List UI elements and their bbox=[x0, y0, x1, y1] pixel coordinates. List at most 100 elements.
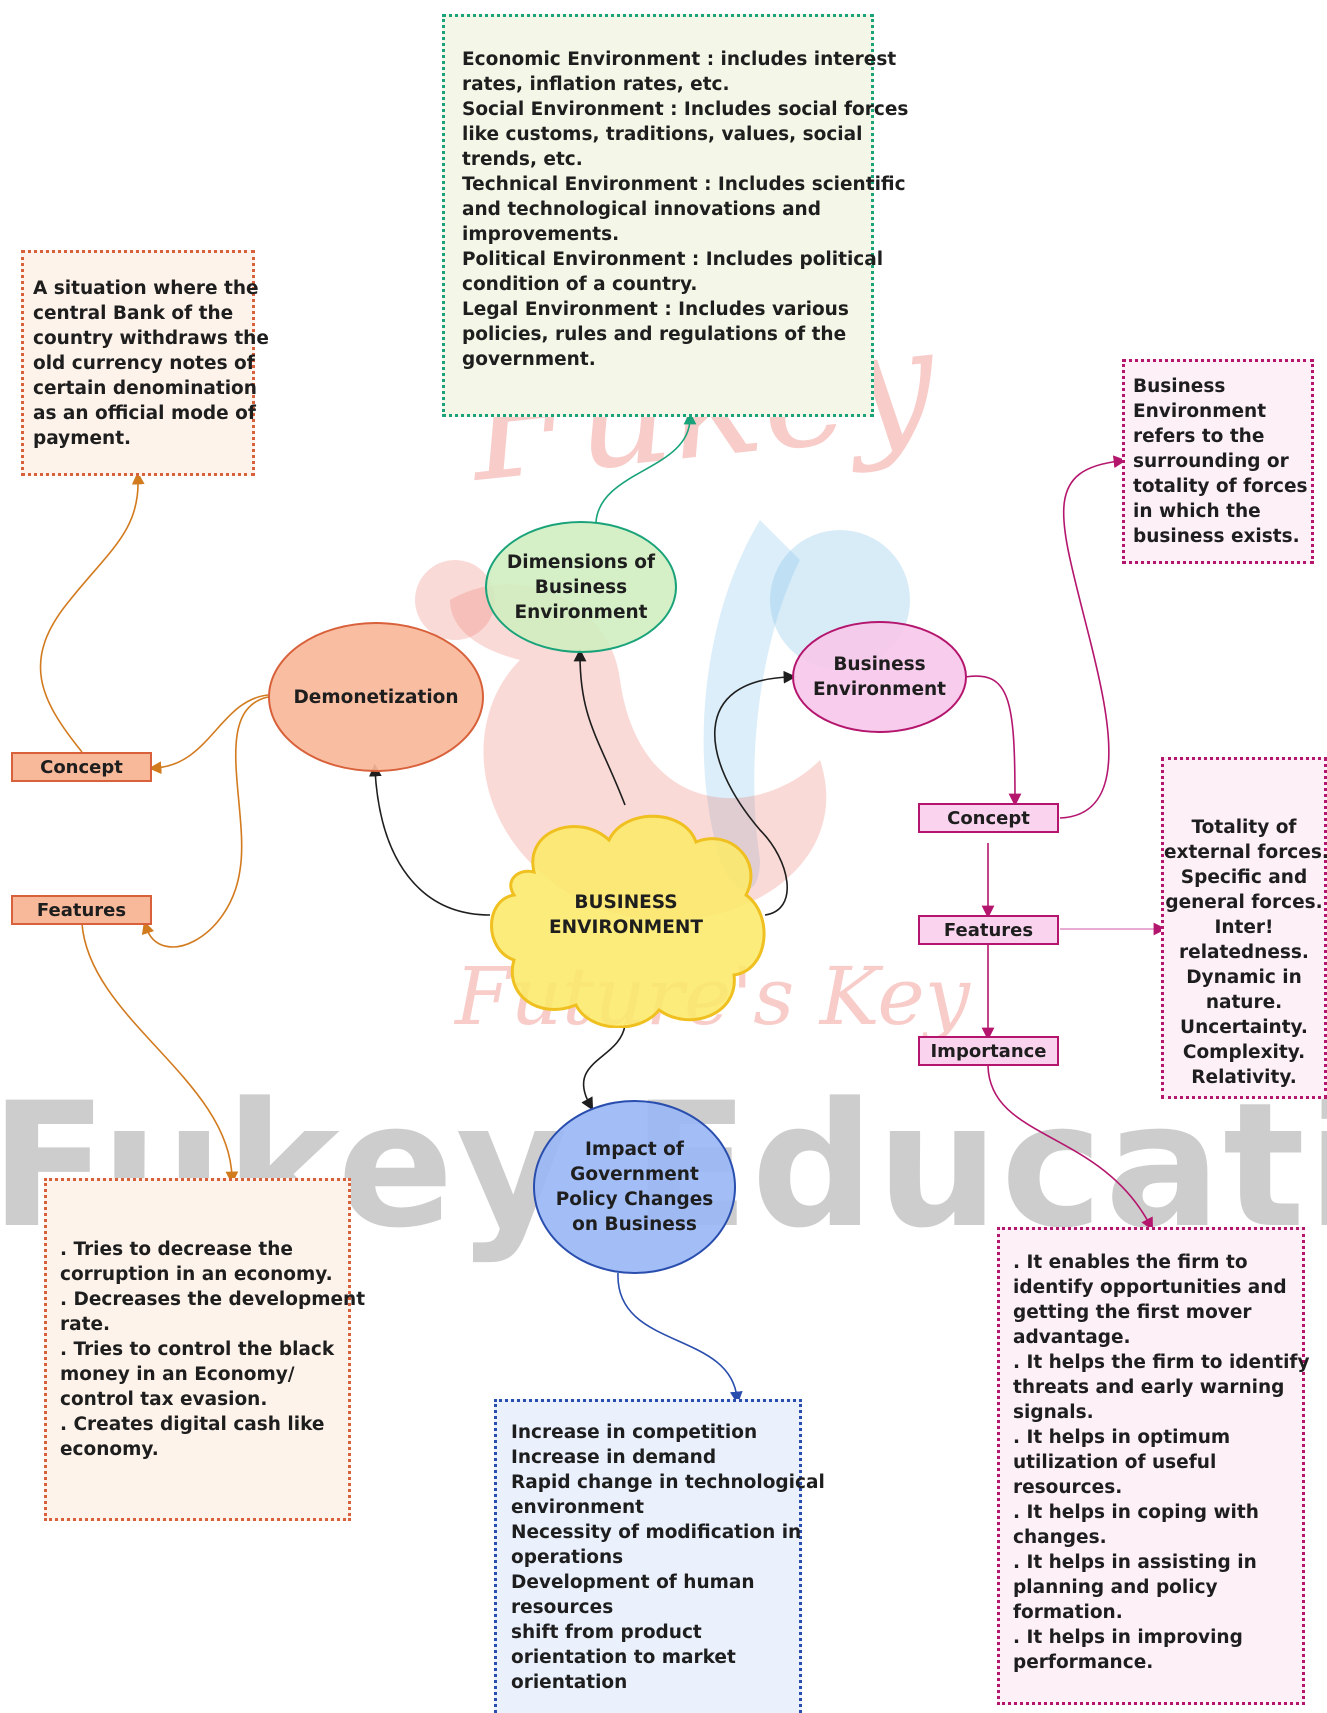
detail-line: . Tries to control the black bbox=[60, 1339, 335, 1360]
detail-line: business exists. bbox=[1133, 526, 1300, 547]
detail-line: control tax evasion. bbox=[60, 1389, 268, 1410]
demonetization-concept-tag[interactable]: Concept bbox=[11, 752, 152, 782]
demonetization-node[interactable]: Demonetization bbox=[268, 622, 484, 772]
link-impact-detail bbox=[617, 1272, 743, 1405]
detail-line: getting the first mover bbox=[1013, 1302, 1252, 1323]
business-env-concept-tag[interactable]: Concept bbox=[918, 803, 1059, 833]
link-center-impact bbox=[581, 1024, 626, 1111]
detail-line: Social Environment : Includes social for… bbox=[462, 99, 909, 120]
link-center-demonetization bbox=[368, 763, 491, 916]
detail-line: changes. bbox=[1013, 1527, 1107, 1548]
detail-line: Environment bbox=[1133, 401, 1267, 422]
detail-line: as an official mode of bbox=[33, 403, 256, 424]
detail-line: and technological innovations and bbox=[462, 199, 821, 220]
node-label-line: Impact of bbox=[585, 1139, 684, 1160]
detail-line: external forces. bbox=[1164, 842, 1327, 863]
node-label: Demonetization bbox=[293, 686, 459, 708]
business-env-features-tag[interactable]: Features bbox=[918, 915, 1059, 945]
business-env-concept-box: Business Environment refers to the surro… bbox=[1122, 359, 1314, 564]
node-label-line: on Business bbox=[572, 1214, 697, 1235]
link-concept-detail bbox=[39, 471, 145, 753]
detail-line: resources bbox=[511, 1597, 614, 1618]
dimensions-detail-box: Economic Environment : includes interest… bbox=[442, 14, 909, 417]
impact-detail-box: Increase in competition Increase in dema… bbox=[494, 1399, 825, 1713]
detail-line: money in an Economy/ bbox=[60, 1364, 295, 1385]
detail-line: shift from product bbox=[511, 1622, 702, 1643]
detail-line: economy. bbox=[60, 1439, 159, 1460]
business-env-importance-box: . It enables the firm to identify opport… bbox=[997, 1227, 1310, 1705]
cloud-shape bbox=[490, 814, 766, 1029]
business-env-importance-tag[interactable]: Importance bbox=[918, 1036, 1059, 1066]
detail-line: surrounding or bbox=[1133, 451, 1289, 472]
detail-line: utilization of useful bbox=[1013, 1452, 1217, 1473]
detail-line: . It helps in assisting in bbox=[1013, 1552, 1257, 1573]
detail-line: operations bbox=[511, 1547, 624, 1568]
demonetization-concept-box: A situation where the central Bank of th… bbox=[21, 250, 269, 476]
detail-line: . Creates digital cash like bbox=[60, 1414, 325, 1435]
detail-line: Necessity of modification in bbox=[511, 1522, 802, 1543]
detail-line: Technical Environment : Includes scienti… bbox=[462, 174, 906, 195]
link-center-dimensions bbox=[573, 648, 626, 806]
detail-line: rates, inflation rates, etc. bbox=[462, 74, 730, 95]
detail-line: Dynamic in bbox=[1186, 967, 1302, 988]
detail-line: policies, rules and regulations of the bbox=[462, 324, 847, 345]
node-label-line: Government bbox=[570, 1164, 699, 1185]
detail-line: central Bank of the bbox=[33, 303, 234, 324]
detail-line: condition of a country. bbox=[462, 274, 698, 295]
detail-line: payment. bbox=[33, 428, 132, 449]
detail-line: Political Environment : Includes politic… bbox=[462, 249, 884, 270]
node-label-line: Policy Changes bbox=[555, 1189, 714, 1210]
detail-line: Inter! bbox=[1214, 917, 1274, 938]
detail-line: . Tries to decrease the bbox=[60, 1239, 293, 1260]
detail-line: refers to the bbox=[1133, 426, 1265, 447]
demonetization-features-box: . Tries to decrease the corruption in an… bbox=[44, 1178, 365, 1521]
node-label-line: Business bbox=[534, 576, 628, 598]
detail-line: . It helps the firm to identify bbox=[1013, 1352, 1310, 1373]
detail-line: . It helps in optimum bbox=[1013, 1427, 1231, 1448]
detail-line: general forces. bbox=[1165, 892, 1323, 913]
impact-node[interactable]: Impact of Government Policy Changes on B… bbox=[533, 1100, 736, 1274]
node-label-line: Dimensions of bbox=[506, 551, 656, 573]
detail-line: performance. bbox=[1013, 1652, 1154, 1673]
detail-line: resources. bbox=[1013, 1477, 1123, 1498]
detail-line: Legal Environment : Includes various bbox=[462, 299, 849, 320]
detail-line: identify opportunities and bbox=[1013, 1277, 1287, 1298]
node-label-line: Environment bbox=[812, 679, 947, 700]
detail-line: like customs, traditions, values, social bbox=[462, 124, 863, 145]
business-environment-node[interactable]: Business Environment bbox=[792, 621, 967, 733]
detail-line: nature. bbox=[1205, 992, 1283, 1013]
center-cloud[interactable] bbox=[484, 800, 766, 1029]
link-center-business bbox=[713, 670, 797, 916]
detail-line: trends, etc. bbox=[462, 149, 583, 170]
detail-line: rate. bbox=[60, 1314, 111, 1335]
detail-line: . It helps in improving bbox=[1013, 1627, 1243, 1648]
dimensions-node[interactable]: Dimensions of Business Environment bbox=[485, 521, 677, 653]
detail-line: Rapid change in technological bbox=[511, 1472, 825, 1493]
link-be-importance-detail bbox=[987, 1065, 1153, 1231]
node-label-line: Business bbox=[833, 654, 926, 675]
center-label-line: BUSINESS bbox=[574, 892, 678, 913]
business-env-features-box: Totality of external forces. Specific an… bbox=[1161, 757, 1327, 1099]
detail-line: Increase in demand bbox=[511, 1447, 717, 1468]
node-label-line: Environment bbox=[514, 601, 648, 623]
detail-line: planning and policy bbox=[1013, 1577, 1218, 1598]
detail-line: Business bbox=[1133, 376, 1226, 397]
detail-line: environment bbox=[511, 1497, 644, 1518]
detail-line: formation. bbox=[1013, 1602, 1123, 1623]
detail-line: . It helps in coping with bbox=[1013, 1502, 1259, 1523]
link-be-concept-detail bbox=[1059, 455, 1127, 819]
link-demon-features bbox=[141, 696, 269, 948]
link-demon-concept bbox=[148, 694, 269, 775]
detail-line: country withdraws the bbox=[33, 328, 269, 349]
detail-line: totality of forces bbox=[1133, 476, 1308, 497]
detail-line: Increase in competition bbox=[511, 1422, 758, 1443]
detail-line: signals. bbox=[1013, 1402, 1094, 1423]
detail-line: Development of human bbox=[511, 1572, 755, 1593]
detail-line: Uncertainty. bbox=[1180, 1017, 1308, 1038]
detail-line: corruption in an economy. bbox=[60, 1264, 333, 1285]
demonetization-features-tag[interactable]: Features bbox=[11, 895, 152, 925]
detail-line: advantage. bbox=[1013, 1327, 1131, 1348]
detail-line: in which the bbox=[1133, 501, 1261, 522]
detail-line: Specific and bbox=[1180, 867, 1308, 888]
